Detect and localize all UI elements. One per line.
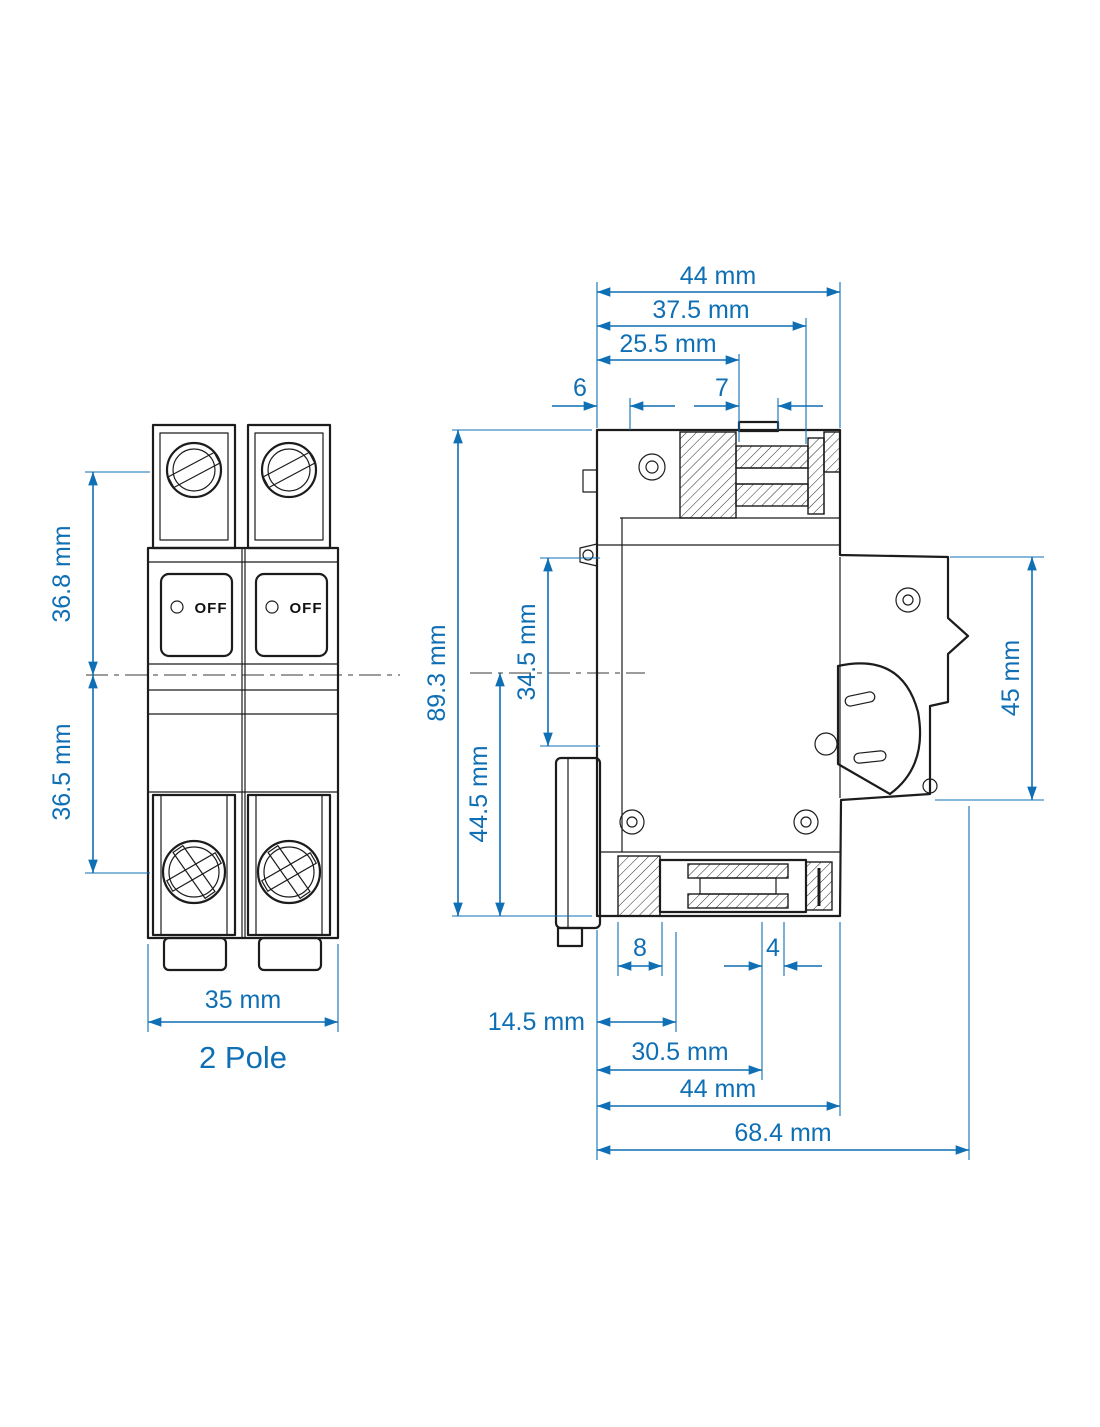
svg-text:4: 4: [766, 934, 780, 962]
off-indicator-left: OFF: [195, 600, 228, 617]
pole-count-label: 2 Pole: [199, 1040, 287, 1075]
side-view: 44 mm 37.5 mm 25.5 mm 6 7: [423, 262, 1044, 1160]
din-clip-foot: [556, 926, 584, 948]
dim-34-5: 34.5 mm: [513, 557, 600, 747]
svg-text:8: 8: [633, 934, 647, 962]
dim-44-5: 44.5 mm: [465, 673, 505, 916]
side-hatched-sections: [617, 431, 841, 917]
dim-68-4: 68.4 mm: [597, 806, 970, 1160]
dim-36-5: 36.5 mm: [48, 675, 150, 874]
svg-text:36.8 mm: 36.8 mm: [48, 525, 76, 622]
dim-8: 8: [617, 922, 663, 976]
mounting-hole: [582, 549, 594, 561]
dim-35: 35 mm: [147, 944, 339, 1032]
dim-4: 4: [724, 922, 822, 1080]
svg-text:36.5 mm: 36.5 mm: [48, 723, 76, 820]
breaker-body: [146, 546, 340, 940]
dim-44-top: 44 mm: [596, 262, 841, 428]
dim-30-5: 30.5 mm: [597, 1038, 762, 1075]
side-body-outline: [554, 420, 970, 948]
svg-text:6: 6: [573, 374, 587, 402]
top-screw-right: [260, 441, 318, 499]
svg-text:35 mm: 35 mm: [205, 986, 281, 1014]
dim-6: 6: [552, 374, 675, 430]
svg-text:68.4 mm: 68.4 mm: [734, 1119, 831, 1147]
bottom-terminal-left: [151, 793, 237, 937]
dim-25-5: 25.5 mm: [597, 330, 740, 442]
bottom-screw-right: [256, 839, 322, 905]
front-view: OFF OFF 36.8 mm 36.5 mm 35 mm 2 Pole: [48, 423, 400, 1075]
svg-text:7: 7: [715, 374, 729, 402]
bottom-terminal-right: [246, 793, 332, 937]
bottom-screw-left: [161, 839, 227, 905]
svg-text:37.5 mm: 37.5 mm: [652, 296, 749, 324]
toggle-recess-left: [159, 572, 234, 658]
front-body-details: [148, 432, 338, 938]
svg-text:25.5 mm: 25.5 mm: [619, 330, 716, 358]
svg-text:44 mm: 44 mm: [680, 262, 756, 290]
dim-14-5: 14.5 mm: [488, 930, 677, 1160]
svg-text:14.5 mm: 14.5 mm: [488, 1008, 585, 1036]
dim-45: 45 mm: [935, 556, 1044, 801]
dial: [836, 662, 922, 796]
svg-text:44 mm: 44 mm: [680, 1075, 756, 1103]
top-screw-left: [165, 441, 223, 499]
toggle-recess-right: [254, 572, 329, 658]
dim-89-3: 89.3 mm: [423, 429, 592, 917]
bottom-tab-right: [257, 936, 323, 972]
front-body-outline: [146, 423, 340, 972]
svg-text:45 mm: 45 mm: [997, 640, 1025, 716]
dim-44-bottom: 44 mm: [597, 922, 841, 1116]
svg-text:30.5 mm: 30.5 mm: [631, 1038, 728, 1066]
side-profile: [595, 428, 970, 918]
dim-7: 7: [694, 374, 823, 430]
svg-text:44.5 mm: 44.5 mm: [465, 745, 493, 842]
side-body-details: [567, 438, 938, 928]
dim-36-8: 36.8 mm: [48, 471, 150, 675]
svg-text:89.3 mm: 89.3 mm: [423, 624, 451, 721]
off-indicator-right: OFF: [290, 600, 323, 617]
bottom-tab-left: [162, 936, 228, 972]
svg-text:34.5 mm: 34.5 mm: [513, 603, 541, 700]
din-clip: [554, 756, 602, 930]
dim-37-5: 37.5 mm: [597, 296, 807, 444]
